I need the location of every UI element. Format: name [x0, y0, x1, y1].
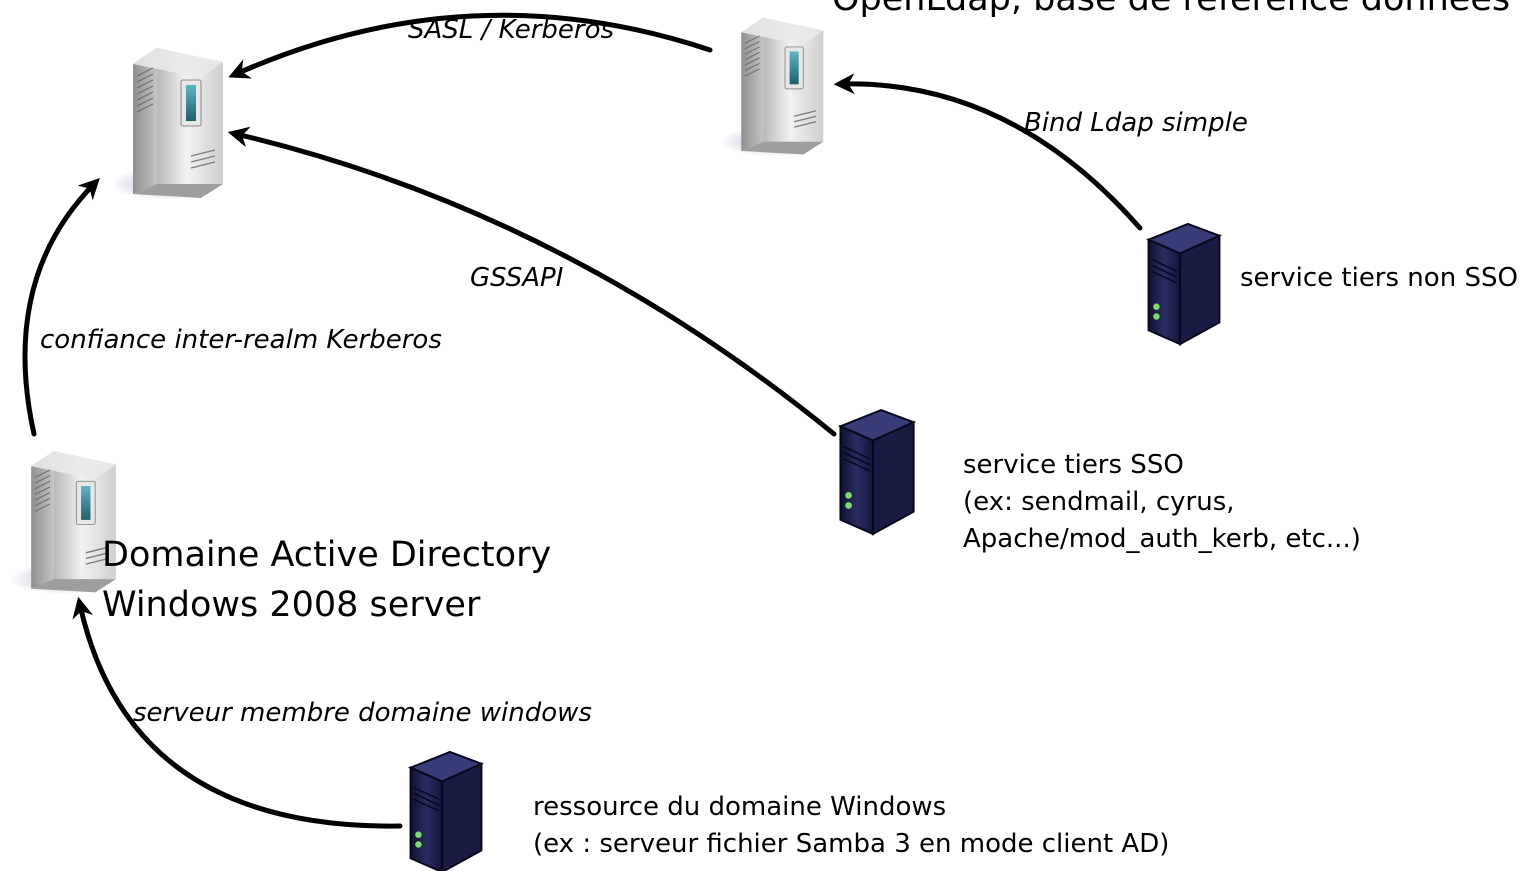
edge-trust: [22, 177, 100, 437]
edge-bind-ldap: [833, 73, 1143, 231]
ad-title-line2: Windows 2008 server: [102, 585, 481, 625]
resource-label-line1: ressource du domaine Windows: [533, 792, 946, 822]
sso-server-icon: [839, 409, 915, 535]
non-sso-server-icon: [1147, 222, 1221, 346]
kdc-server-icon: [115, 47, 224, 201]
ad-server-icon: [10, 450, 117, 595]
non-sso-label: service tiers non SSO: [1240, 263, 1518, 293]
label-trust: confiance inter-realm Kerberos: [40, 325, 442, 355]
ldap-server-icon: [720, 17, 825, 158]
resource-label-line2: (ex : serveur fichier Samba 3 en mode cl…: [533, 829, 1169, 859]
edge-member: [72, 596, 403, 829]
sso-label-line1: service tiers SSO: [963, 450, 1184, 480]
label-gssapi: GSSAPI: [470, 263, 563, 293]
label-member: serveur membre domaine windows: [133, 698, 592, 728]
label-bind-ldap: Bind Ldap simple: [1024, 108, 1248, 138]
ad-title-line1: Domaine Active Directory: [102, 535, 551, 575]
edge-gssapi: [227, 126, 837, 437]
resource-server-icon: [409, 750, 483, 871]
ldap-title: OpenLdap, base de référence données: [832, 0, 1510, 19]
label-sasl-kerberos: SASL / Kerberos: [408, 15, 614, 45]
edge-sasl-kerberos: [228, 12, 713, 79]
sso-label-line3: Apache/mod_auth_kerb, etc...): [963, 524, 1361, 554]
sso-label-line2: (ex: sendmail, cyrus,: [963, 487, 1235, 517]
